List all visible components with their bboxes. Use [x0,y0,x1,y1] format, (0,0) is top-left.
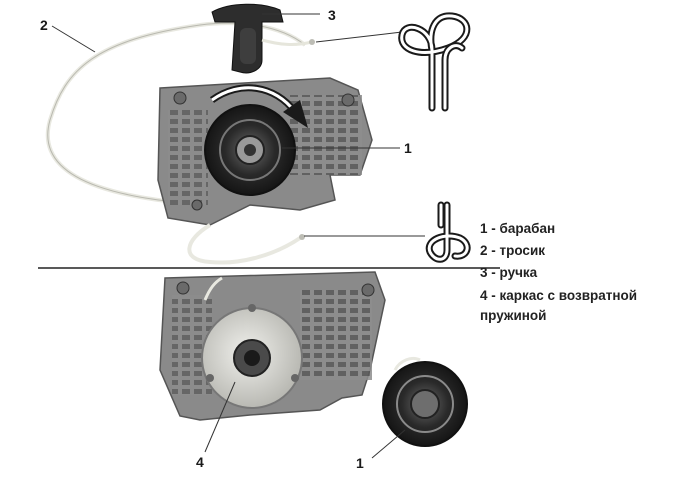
rope-lower-end [187,223,302,265]
handle [211,3,284,74]
legend-item-drum: 1 - барабан [480,221,556,236]
top-starter-assembly [45,3,373,265]
legend-item-cable: 2 - тросик [480,243,545,258]
callout-2: 2 [40,17,48,33]
legend-item-handle: 3 - ручка [480,265,538,280]
callout-3: 3 [328,7,336,23]
callout-4: 4 [196,454,204,470]
bottom-starter-assembly [159,271,468,447]
leader-lines-bottom [204,381,406,459]
callout-1-bottom: 1 [356,455,364,471]
legend: 1 - барабан 2 - тросик 3 - ручка 4 - кар… [480,218,675,326]
knot-diagram-top [398,12,471,112]
legend-item-frame-spring: 4 - каркас с возвратной пружиной [480,288,638,323]
knot-diagram-bottom [425,201,471,263]
leader-lines-top [51,13,425,237]
callout-1-top: 1 [404,140,412,156]
